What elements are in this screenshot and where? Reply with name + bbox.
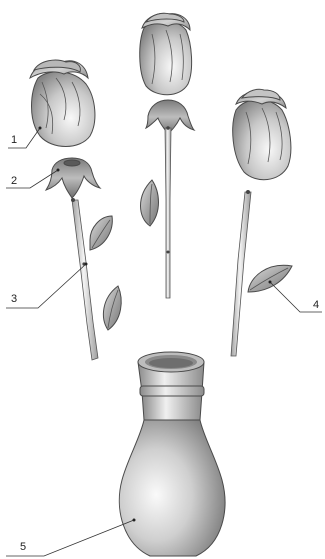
callout-3-label: 3 xyxy=(11,293,17,305)
rose-right-stem xyxy=(231,190,251,356)
rose-right-leaf xyxy=(248,265,292,292)
rose-left-leaf-lower xyxy=(103,286,121,330)
callout-3: 3 xyxy=(6,263,88,309)
callout-4-label: 4 xyxy=(313,299,319,311)
rose-left xyxy=(30,60,121,360)
rose-left-stem xyxy=(71,198,98,360)
rose-middle-stem xyxy=(165,126,171,298)
callout-5-label: 5 xyxy=(20,541,26,553)
rose-left-bud xyxy=(30,60,95,146)
callout-5: 5 xyxy=(6,519,136,557)
callout-1-label: 1 xyxy=(11,134,17,146)
rose-right xyxy=(231,89,292,356)
rose-middle xyxy=(140,13,194,298)
rose-left-leaf-upper xyxy=(90,216,112,250)
rose-middle-bud xyxy=(140,13,192,94)
callout-2-label: 2 xyxy=(11,175,17,187)
callout-4: 4 xyxy=(269,281,323,313)
rose-right-bud xyxy=(233,89,291,179)
rose-left-sepals xyxy=(46,158,100,198)
vase xyxy=(119,352,225,556)
rose-middle-leaf xyxy=(141,180,159,226)
